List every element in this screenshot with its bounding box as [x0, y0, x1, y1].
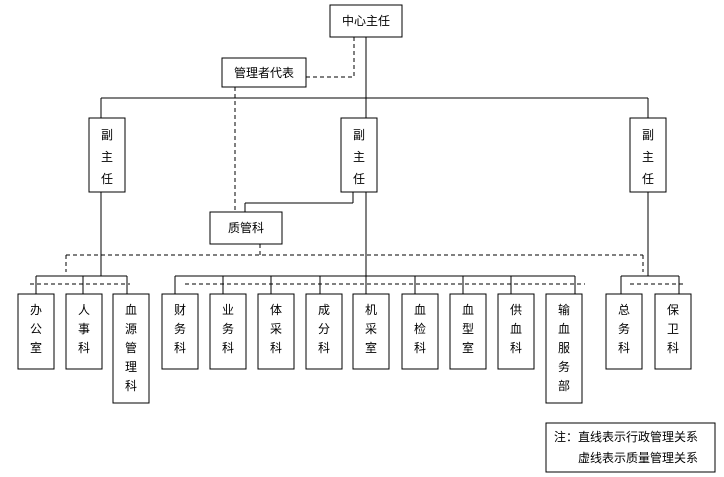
- department-char: 采: [365, 322, 377, 336]
- legend-note: 注：直线表示行政管理关系 虚线表示质量管理关系: [545, 422, 716, 473]
- department-char: 科: [318, 341, 330, 355]
- department-char: 机: [365, 303, 377, 317]
- department-char: 务: [558, 359, 570, 374]
- deputy-mid-char: 主: [353, 150, 365, 164]
- deputy-mid-node: 副 主 任: [340, 117, 378, 193]
- department-char: 室: [30, 340, 42, 355]
- note-line-1: 注：直线表示行政管理关系: [554, 429, 698, 444]
- department-char: 总: [618, 303, 630, 317]
- deputy-mid-char: 任: [353, 172, 365, 186]
- department-char: 务: [222, 321, 234, 336]
- deputy-right-char: 主: [642, 150, 654, 164]
- department-char: 卫: [667, 322, 679, 336]
- department-char: 科: [510, 341, 522, 355]
- quality-dept-label: 质管科: [228, 220, 264, 235]
- department-char: 科: [414, 341, 426, 355]
- department-node: 成分科: [305, 293, 343, 370]
- department-char: 血: [558, 322, 570, 336]
- deputy-right-char: 任: [642, 172, 654, 186]
- department-node: 业务科: [209, 293, 247, 370]
- department-char: 事: [78, 322, 90, 336]
- department-char: 科: [222, 341, 234, 355]
- department-char: 科: [667, 341, 679, 355]
- department-char: 保: [667, 303, 679, 317]
- quality-dept-node: 质管科: [209, 211, 283, 245]
- department-row: 办公室人事科血源管理科财务科业务科体采科成分科机采室血检科血型室供血科输血服务部…: [17, 293, 692, 404]
- mgmt-rep-label: 管理者代表: [234, 65, 294, 80]
- deputy-right-node: 副 主 任: [629, 117, 667, 193]
- department-char: 理: [125, 360, 137, 374]
- department-char: 室: [365, 340, 377, 355]
- department-char: 部: [558, 378, 570, 393]
- department-char: 血: [510, 322, 522, 336]
- director-node: 中心主任: [329, 4, 403, 38]
- department-char: 务: [618, 321, 630, 336]
- department-char: 血: [125, 303, 137, 317]
- deputy-left-char: 主: [101, 150, 113, 164]
- department-node: 保卫科: [654, 293, 692, 370]
- department-char: 分: [318, 322, 330, 336]
- department-node: 机采室: [352, 293, 390, 370]
- department-char: 管: [125, 340, 137, 355]
- department-char: 科: [270, 341, 282, 355]
- department-char: 人: [78, 303, 90, 317]
- department-node: 办公室: [17, 293, 55, 370]
- department-char: 型: [462, 322, 474, 336]
- department-char: 供: [510, 303, 522, 317]
- deputy-left-node: 副 主 任: [88, 117, 126, 193]
- department-char: 采: [270, 322, 282, 336]
- department-char: 办: [30, 302, 42, 317]
- department-char: 血: [414, 303, 426, 317]
- department-char: 科: [618, 341, 630, 355]
- department-char: 业: [222, 303, 234, 317]
- department-char: 科: [174, 341, 186, 355]
- department-node: 血型室: [449, 293, 487, 370]
- department-char: 体: [270, 303, 282, 317]
- department-char: 科: [125, 379, 137, 393]
- director-label: 中心主任: [342, 13, 390, 28]
- department-char: 服: [558, 341, 570, 355]
- department-char: 科: [78, 341, 90, 355]
- department-node: 体采科: [257, 293, 295, 370]
- department-char: 财: [174, 303, 186, 317]
- department-node: 血检科: [401, 293, 439, 370]
- deputy-left-char: 任: [101, 172, 113, 186]
- department-node: 人事科: [65, 293, 103, 370]
- deputy-right-char: 副: [642, 128, 654, 142]
- note-line-2: 虚线表示质量管理关系: [578, 450, 698, 465]
- deputy-mid-char: 副: [353, 128, 365, 142]
- department-char: 源: [125, 322, 137, 336]
- department-char: 务: [174, 321, 186, 336]
- department-char: 公: [30, 322, 42, 336]
- deputy-left-char: 副: [101, 128, 113, 142]
- department-char: 成: [318, 303, 330, 317]
- department-node: 财务科: [161, 293, 199, 370]
- department-char: 检: [414, 321, 426, 336]
- quality-lines: [30, 37, 685, 285]
- admin-lines: [35, 37, 680, 294]
- department-node: 供血科: [497, 293, 535, 370]
- department-char: 室: [462, 340, 474, 355]
- department-char: 输: [558, 302, 570, 317]
- department-node: 总务科: [605, 293, 643, 370]
- mgmt-rep-node: 管理者代表: [221, 57, 307, 88]
- department-char: 血: [462, 303, 474, 317]
